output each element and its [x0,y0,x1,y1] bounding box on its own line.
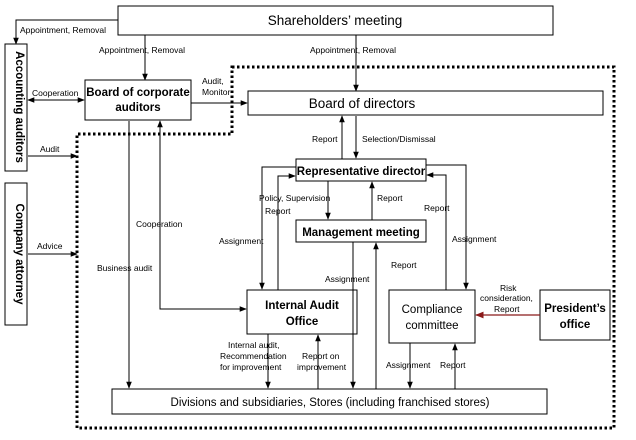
label-risk-3: Report [494,304,520,314]
label-risk-1: Risk [500,283,517,293]
divisions-box [111,388,548,415]
label-assignment-bottom: Assignment [386,360,431,370]
arrow-report-internal [277,173,296,290]
company-attorney-label: Company attorney [13,204,25,306]
label-advice: Advice [37,241,63,251]
label-business-audit: Business audit [97,263,153,273]
shareholders-meeting-label: Shareholders’ meeting [268,13,403,28]
label-cooperation-accounting: Cooperation [32,88,79,98]
label-assignment-left: Assignment [219,236,264,246]
board-of-directors-box [247,90,604,116]
presidents-office-label-2: office [560,319,591,331]
label-audit: Audit [40,144,60,154]
representative-director-box [295,158,427,182]
arrow-assignment-internal [259,166,296,290]
board-of-auditors-label-2: auditors [115,102,160,114]
divisions-label: Divisions and subsidiaries, Stores (incl… [171,397,490,409]
label-appointment-removal-directors: Appointment, Removal [310,45,396,55]
accounting-auditors-label: Accounting auditors [13,51,25,163]
label-report-bod: Report [312,134,338,144]
arrow-cooperation-vertical [157,120,247,312]
label-report-internal: Report [265,206,291,216]
label-assignment-mid: Assignment [325,274,370,284]
internal-audit-office-label-2: Office [286,316,319,328]
compliance-committee-label-1: Compliance [402,304,463,316]
internal-audit-office-label-1: Internal Audit [265,300,339,312]
company-attorney-box [4,182,28,326]
label-report-bottom: Report [440,360,466,370]
arrow-shareholders-to-accounting [13,19,118,45]
arrow-assignment-compliance [426,164,469,290]
board-of-directors-label: Board of directors [309,96,416,111]
label-ia-rec-3: for improvement [220,362,282,372]
management-meeting-label: Management meeting [302,227,420,239]
label-audit-monitor-1: Audit, [202,76,224,86]
board-of-auditors-label-1: Board of corporate [86,87,190,99]
label-report-on-1: Report on [302,351,340,361]
compliance-committee-box [388,289,476,344]
label-audit-monitor-2: Monitor [202,87,231,97]
shareholders-meeting-box [117,5,554,36]
board-of-auditors-box [84,79,192,121]
company-boundary [75,65,616,430]
label-ia-rec-2: Recommendation [220,351,287,361]
label-ia-rec-1: Internal audit, [228,340,280,350]
presidents-office-label-1: President’s [544,303,606,315]
label-report-mid: Report [391,260,417,270]
internal-audit-office-box [246,289,358,335]
presidents-office-box [539,289,611,341]
label-risk-2: consideration, [480,293,533,303]
representative-director-label: Representative director [297,166,426,178]
label-assignment-right: Assignment [452,234,497,244]
label-appointment-removal-auditors: Appointment, Removal [99,45,185,55]
label-selection-dismissal: Selection/Dismissal [362,134,436,144]
arrow-report-compliance [426,172,447,290]
management-meeting-box [295,219,427,243]
compliance-committee-label-2: committee [405,320,458,332]
label-appointment-removal-top: Appointment, Removal [20,25,106,35]
label-policy-supervision: Policy, Supervision [259,193,330,203]
label-report-compliance: Report [424,203,450,213]
label-report-mgmt: Report [377,193,403,203]
label-report-on-2: improvement [297,362,347,372]
label-cooperation-vertical: Cooperation [136,219,183,229]
